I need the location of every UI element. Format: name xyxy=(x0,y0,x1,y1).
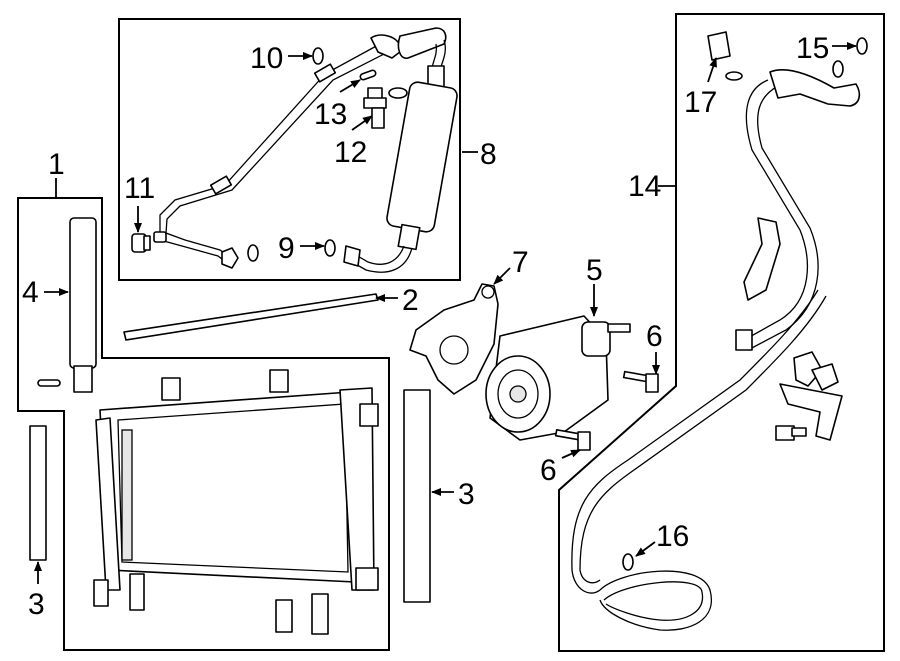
o-ring-extra xyxy=(388,87,408,99)
bolt-6a xyxy=(622,370,659,393)
pressure-switch-12 xyxy=(363,87,387,129)
hose-group-frame xyxy=(118,18,461,281)
compressor-bracket-7 xyxy=(409,283,499,395)
callout-5: 5 xyxy=(586,254,603,287)
callout-12: 12 xyxy=(334,136,367,169)
o-ring-9b xyxy=(247,244,259,262)
discharge-line-group-frame xyxy=(558,13,885,652)
callout-8: 8 xyxy=(480,138,497,171)
suction-hose-assembly xyxy=(153,27,458,273)
leader-lines xyxy=(34,42,857,584)
seal-2 xyxy=(123,293,379,341)
o-ring-16 xyxy=(622,553,634,571)
bolt-6b xyxy=(554,428,591,451)
receiver-drier-4 xyxy=(37,217,97,393)
o-ring-9 xyxy=(324,239,336,257)
callout-11: 11 xyxy=(124,172,155,205)
bracket-14 xyxy=(775,351,843,441)
callout-10: 10 xyxy=(250,42,283,75)
callout-17: 17 xyxy=(684,86,717,119)
seal-3-right xyxy=(403,389,431,603)
service-cap-11 xyxy=(131,233,151,253)
callout-4: 4 xyxy=(22,276,39,309)
o-ring-15 xyxy=(856,37,868,55)
callout-6-lower: 6 xyxy=(540,454,557,487)
callout-14: 14 xyxy=(628,170,661,203)
condenser-core xyxy=(93,369,379,635)
callout-13: 13 xyxy=(314,98,347,131)
seal-3-left xyxy=(29,425,47,561)
callout-7: 7 xyxy=(512,246,529,279)
callout-1: 1 xyxy=(48,148,65,181)
callout-2: 2 xyxy=(402,284,419,317)
condenser-group-frame xyxy=(17,197,390,651)
callout-6-upper: 6 xyxy=(646,320,663,353)
callout-16: 16 xyxy=(656,520,689,553)
callout-3-left: 3 xyxy=(28,588,45,621)
o-ring-10 xyxy=(312,47,324,65)
fitting-17 xyxy=(707,31,743,81)
callout-9: 9 xyxy=(278,232,295,265)
o-ring-15b xyxy=(832,60,844,78)
discharge-line-14 xyxy=(571,69,861,631)
callout-3-right: 3 xyxy=(458,478,475,511)
callout-15: 15 xyxy=(796,32,829,65)
o-ring-13 xyxy=(359,69,377,81)
compressor-5 xyxy=(485,315,631,441)
